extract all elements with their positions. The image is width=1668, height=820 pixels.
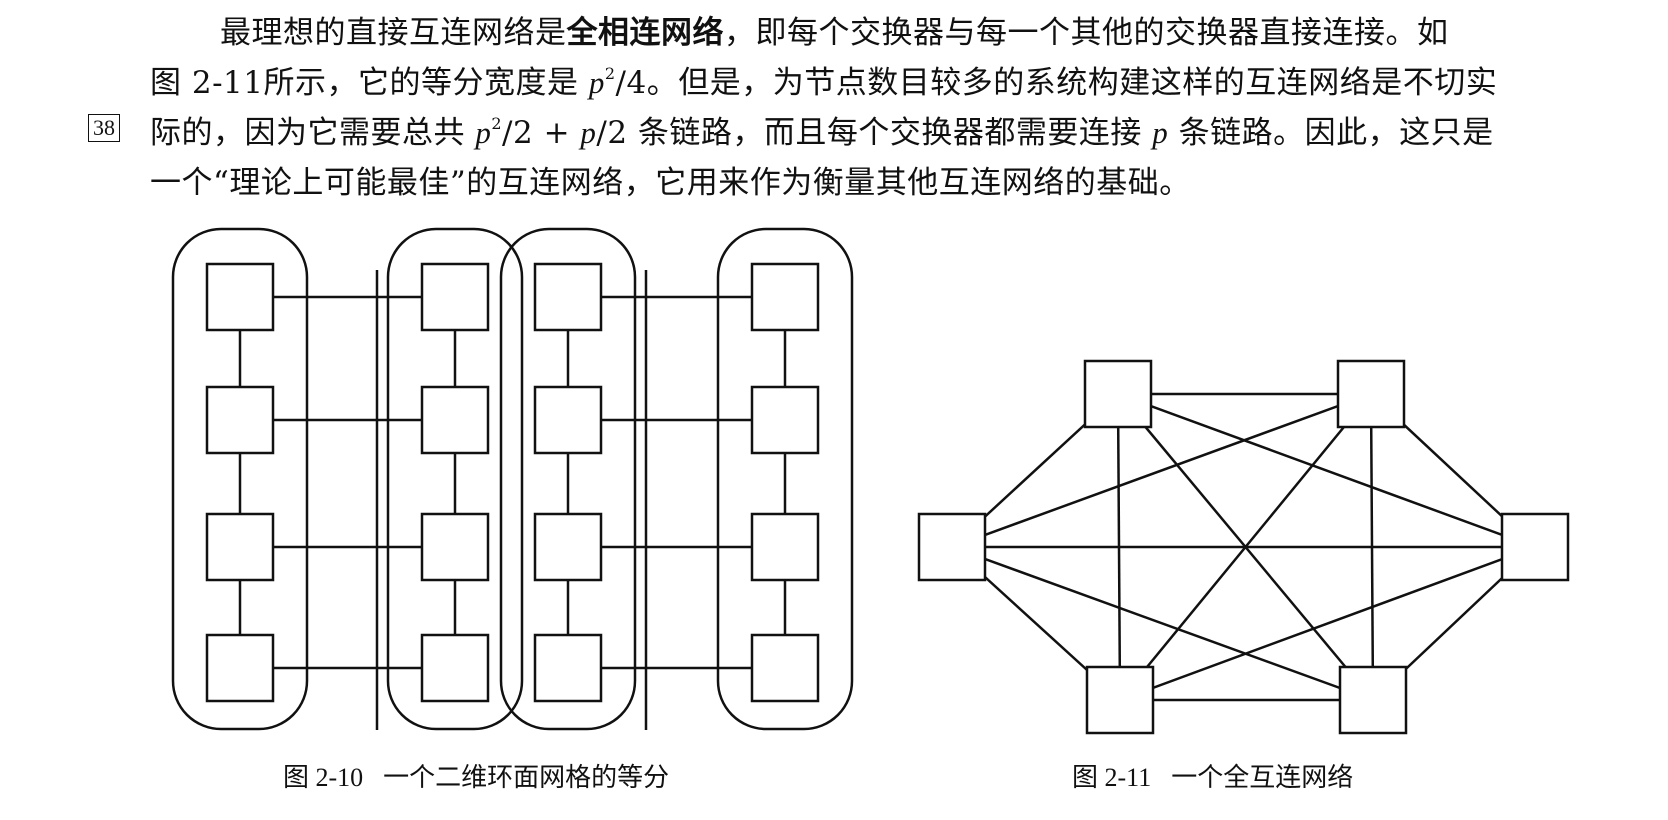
switch-node (205, 633, 275, 703)
body-paragraph: 最理想的直接互连网络是全相连网络，即每个交换器与每一个其他的交换器直接连接。如 … (150, 8, 1590, 208)
switch-node (917, 512, 987, 582)
paragraph-line-1: 最理想的直接互连网络是全相连网络，即每个交换器与每一个其他的交换器直接连接。如 (150, 8, 1590, 58)
full-link (1119, 545, 1536, 702)
figure-2-11-caption: 图 2-11 一个全互连网络 (1072, 763, 1353, 793)
fully-connected-diagram (917, 359, 1570, 735)
switch-node (1085, 665, 1155, 735)
full-link (1369, 393, 1375, 701)
math-var: p (588, 65, 605, 100)
paragraph-line-4: 一个“理论上可能最佳”的互连网络，它用来作为衡量其他互连网络的基础。 (150, 158, 1590, 208)
full-link (951, 392, 1372, 549)
text-run: 图 2-11所示，它的等分宽度是 (150, 65, 589, 101)
text-run: /2 条链路，而且每个交换器都需要连接 (596, 115, 1153, 151)
switch-node (533, 512, 603, 582)
figure-title: 一个全互连网络 (1171, 763, 1354, 793)
switch-node (420, 385, 490, 455)
wraparound-link-column-3 (499, 227, 637, 731)
switch-node (533, 262, 603, 332)
switch-node (1336, 359, 1406, 429)
text-run: /2 + (502, 115, 581, 151)
switch-node (533, 385, 603, 455)
figure-title: 一个二维环面网格的等分 (383, 763, 670, 793)
text-run: 际的，因为它需要总共 (150, 115, 476, 151)
wraparound-link-column-1 (171, 227, 309, 731)
full-link (1116, 393, 1122, 701)
figure-2-10-caption: 图 2-10 一个二维环面网格的等分 (283, 763, 669, 793)
switch-node (205, 512, 275, 582)
paragraph-line-2: 图 2-11所示，它的等分宽度是 p2/4。但是，为节点数目较多的系统构建这样的… (150, 58, 1590, 108)
paragraph-line-3: 际的，因为它需要总共 p2/2 + p/2 条链路，而且每个交换器都需要连接 p… (150, 108, 1590, 158)
text-run: /4。但是，为节点数目较多的系统构建这样的互连网络是不切实 (615, 65, 1498, 101)
full-link (1117, 392, 1536, 549)
text-run: ，即每个交换器与每一个其他的交换器直接连接。如 (724, 15, 1449, 51)
figure-number: 图 2-10 (283, 763, 364, 792)
switch-node (1083, 359, 1153, 429)
switch-node (750, 385, 820, 455)
switch-node (205, 385, 275, 455)
switch-node (420, 262, 490, 332)
switch-node (750, 262, 820, 332)
full-link (1119, 393, 1372, 701)
wraparound-link-column-2 (386, 227, 524, 731)
figure-number: 图 2-11 (1072, 763, 1152, 792)
switch-node (205, 262, 275, 332)
switch-node (420, 512, 490, 582)
switch-node (750, 633, 820, 703)
full-link (951, 545, 1374, 702)
math-var: p (475, 115, 492, 150)
switch-node (1500, 512, 1570, 582)
bold-term: 全相连网络 (566, 15, 724, 51)
math-exponent: 2 (491, 114, 503, 133)
switch-node (533, 633, 603, 703)
torus-mesh-diagram (171, 227, 854, 731)
switch-node (1338, 665, 1408, 735)
math-var: p (1152, 115, 1169, 150)
text-run: 一个“理论上可能最佳”的互连网络，它用来作为衡量其他互连网络的基础。 (150, 165, 1191, 201)
math-var: p (580, 115, 597, 150)
margin-page-number: 38 (88, 114, 120, 142)
wraparound-link-column-4 (716, 227, 854, 731)
switch-node (420, 633, 490, 703)
math-exponent: 2 (604, 64, 616, 83)
text-run: 最理想的直接互连网络是 (220, 15, 567, 51)
text-run: 条链路。因此，这只是 (1168, 115, 1494, 151)
switch-node (750, 512, 820, 582)
